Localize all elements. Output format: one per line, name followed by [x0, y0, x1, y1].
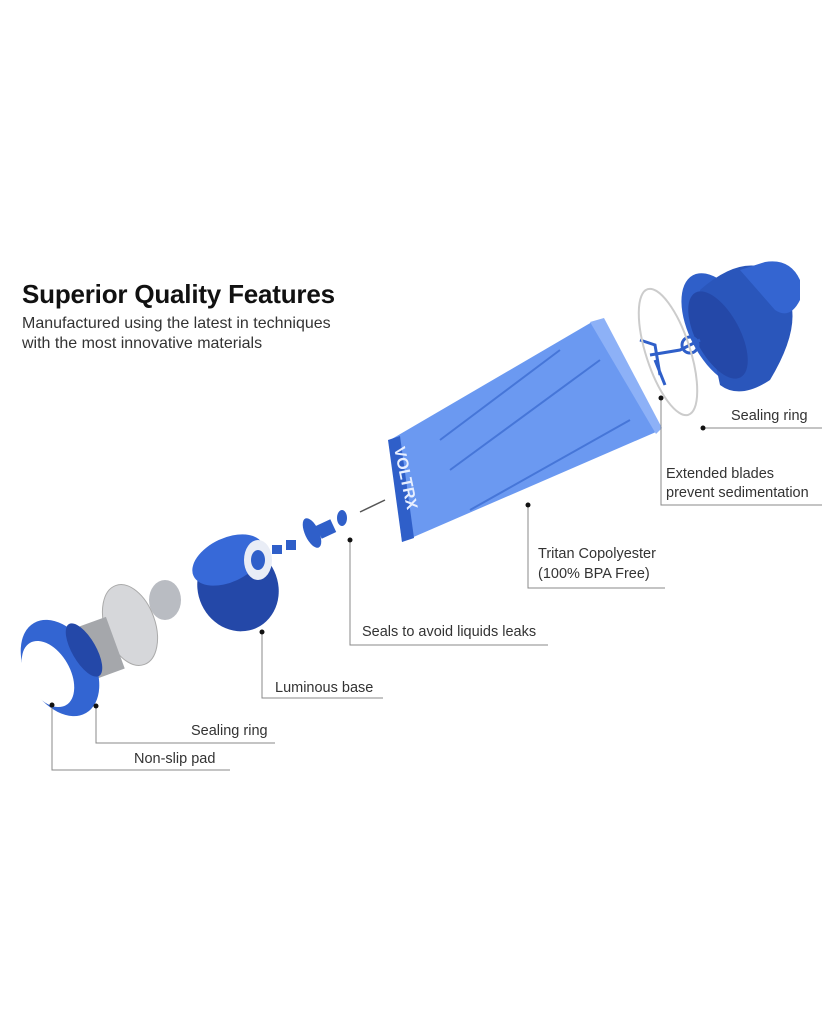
cup-illustration: VOLTRX: [388, 318, 662, 542]
blades-illustration: [639, 335, 701, 386]
callout-blades-line-1: Extended blades: [666, 466, 775, 482]
callout-cup-line-2: (100% BPA Free): [538, 566, 650, 582]
base-illustration: [192, 534, 279, 632]
callout-seals: Seals to avoid liquids leaks: [362, 624, 537, 640]
pad-illustration: [20, 619, 103, 717]
lid-illustration: [681, 261, 800, 392]
callout-base: Luminous base: [275, 680, 374, 696]
lid-sealing-ring-illustration: [637, 287, 699, 417]
callout-dots: [49, 395, 706, 709]
callout-lines: [51, 398, 822, 771]
callout-base-sealing-ring: Sealing ring: [191, 723, 268, 739]
callout-cup-line-1: Tritan Copolyester: [538, 546, 656, 562]
seals-illustration: [272, 510, 347, 554]
callout-pad: Non-slip pad: [134, 751, 216, 767]
callout-lid-sealing-ring: Sealing ring: [731, 408, 808, 424]
subtitle-line-2: with the most innovative materials: [22, 335, 263, 352]
page-title: Superior Quality Features: [22, 279, 335, 309]
subtitle-line-1: Manufactured using the latest in techniq…: [22, 315, 331, 332]
callout-blades-line-2: prevent sedimentation: [666, 485, 809, 501]
